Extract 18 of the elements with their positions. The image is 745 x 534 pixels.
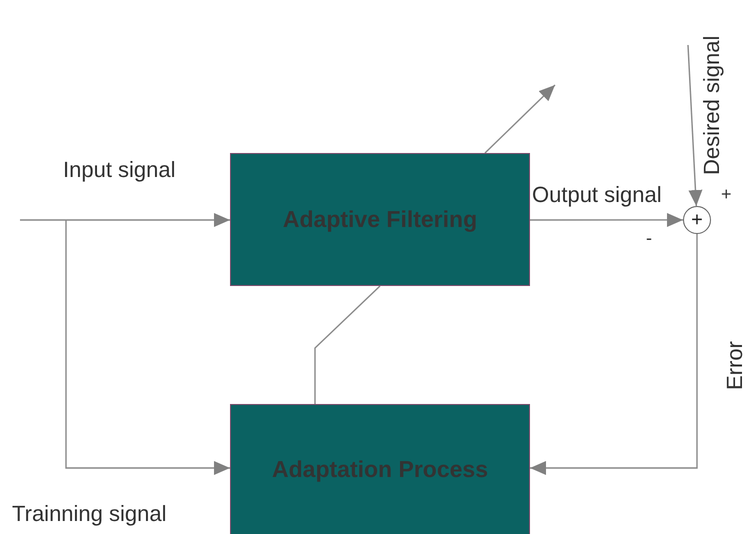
signal-label: Error [724, 341, 745, 390]
arrow [530, 234, 698, 475]
process-box [230, 153, 530, 286]
node-label: + [691, 210, 703, 230]
arrow [687, 44, 702, 206]
signal-label: Input signal [63, 159, 176, 181]
arrow [65, 220, 230, 475]
sign-label: - [646, 229, 652, 247]
process-box [230, 404, 530, 534]
arrow [20, 213, 230, 227]
arrow [484, 84, 556, 154]
arrow [530, 212, 683, 227]
sign-label: + [721, 185, 732, 203]
summing-junction [683, 206, 711, 234]
connector-line [314, 286, 380, 404]
signal-label: Trainning signal [12, 503, 166, 525]
signal-label: Desired signal [701, 36, 723, 175]
signal-label: Output signal [532, 184, 662, 206]
